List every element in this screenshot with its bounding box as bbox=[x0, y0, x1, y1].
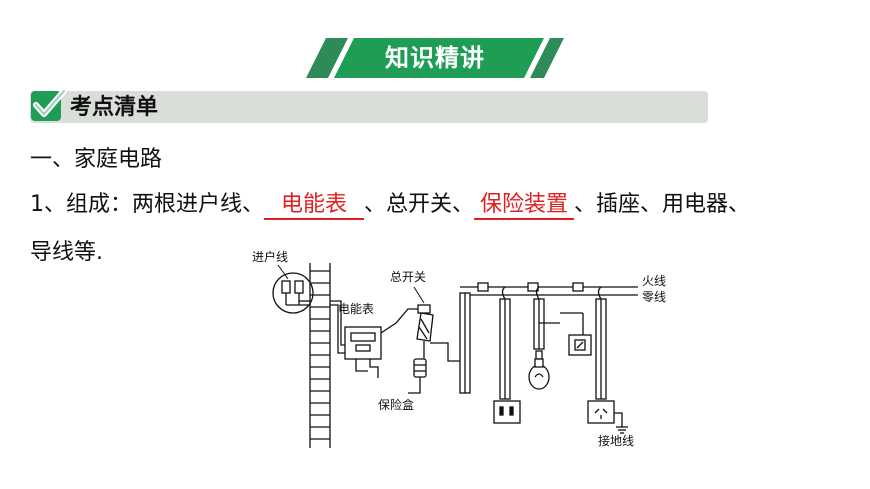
banner-shape bbox=[306, 38, 564, 78]
item-1-mid: 、总开关、 bbox=[364, 192, 475, 217]
title-banner: 知识精讲 bbox=[306, 38, 564, 78]
meter-icon bbox=[344, 326, 382, 360]
answer-blank-fuse: 保险装置 bbox=[474, 192, 575, 220]
label-fuse-box: 保险盒 bbox=[378, 397, 414, 412]
bus-lines bbox=[460, 282, 638, 296]
service-entrance-insulators bbox=[272, 272, 314, 314]
light-bulb-icon bbox=[528, 358, 550, 390]
heading-household-circuit: 一、家庭电路 bbox=[30, 147, 163, 172]
section-title: 考点清单 bbox=[70, 95, 159, 120]
three-pin-socket-branch bbox=[587, 286, 628, 434]
leader-service-wires bbox=[277, 264, 289, 280]
fuse-leader bbox=[408, 377, 421, 394]
label-service-wires: 进户线 bbox=[252, 249, 288, 264]
meter-to-switch-wire bbox=[380, 308, 418, 334]
main-feed-wires bbox=[430, 292, 471, 394]
answer-blank-meter: 电能表 bbox=[264, 192, 364, 220]
label-neutral-wire: 零线 bbox=[642, 290, 666, 304]
leader-main-switch bbox=[413, 286, 425, 304]
item-1-suffix: 、插座、用电器、 bbox=[574, 192, 751, 217]
item-1-line: 1、组成：两根进户线、电能表、总开关、保险装置、插座、用电器、 bbox=[30, 190, 750, 220]
fuse-box-icon bbox=[413, 358, 427, 378]
meter-feed-wires bbox=[330, 300, 379, 378]
label-main-switch: 总开关 bbox=[390, 270, 426, 284]
label-live-wire: 火线 bbox=[642, 274, 666, 288]
checkmark-icon bbox=[31, 88, 67, 121]
label-meter: 电能表 bbox=[338, 302, 374, 316]
section-header-bar bbox=[30, 91, 708, 123]
item-1-line-2: 导线等. bbox=[30, 240, 103, 265]
item-1-prefix: 1、组成：两根进户线、 bbox=[30, 192, 264, 217]
main-switch-icon bbox=[416, 304, 434, 342]
socket-branch bbox=[493, 286, 521, 424]
household-circuit-diagram: 进户线 电能表 总开关 保险盒 bbox=[252, 249, 666, 448]
label-ground-wire: 接地线 bbox=[598, 433, 634, 448]
lamp-branch bbox=[533, 286, 592, 360]
banner-title: 知识精讲 bbox=[385, 44, 485, 72]
